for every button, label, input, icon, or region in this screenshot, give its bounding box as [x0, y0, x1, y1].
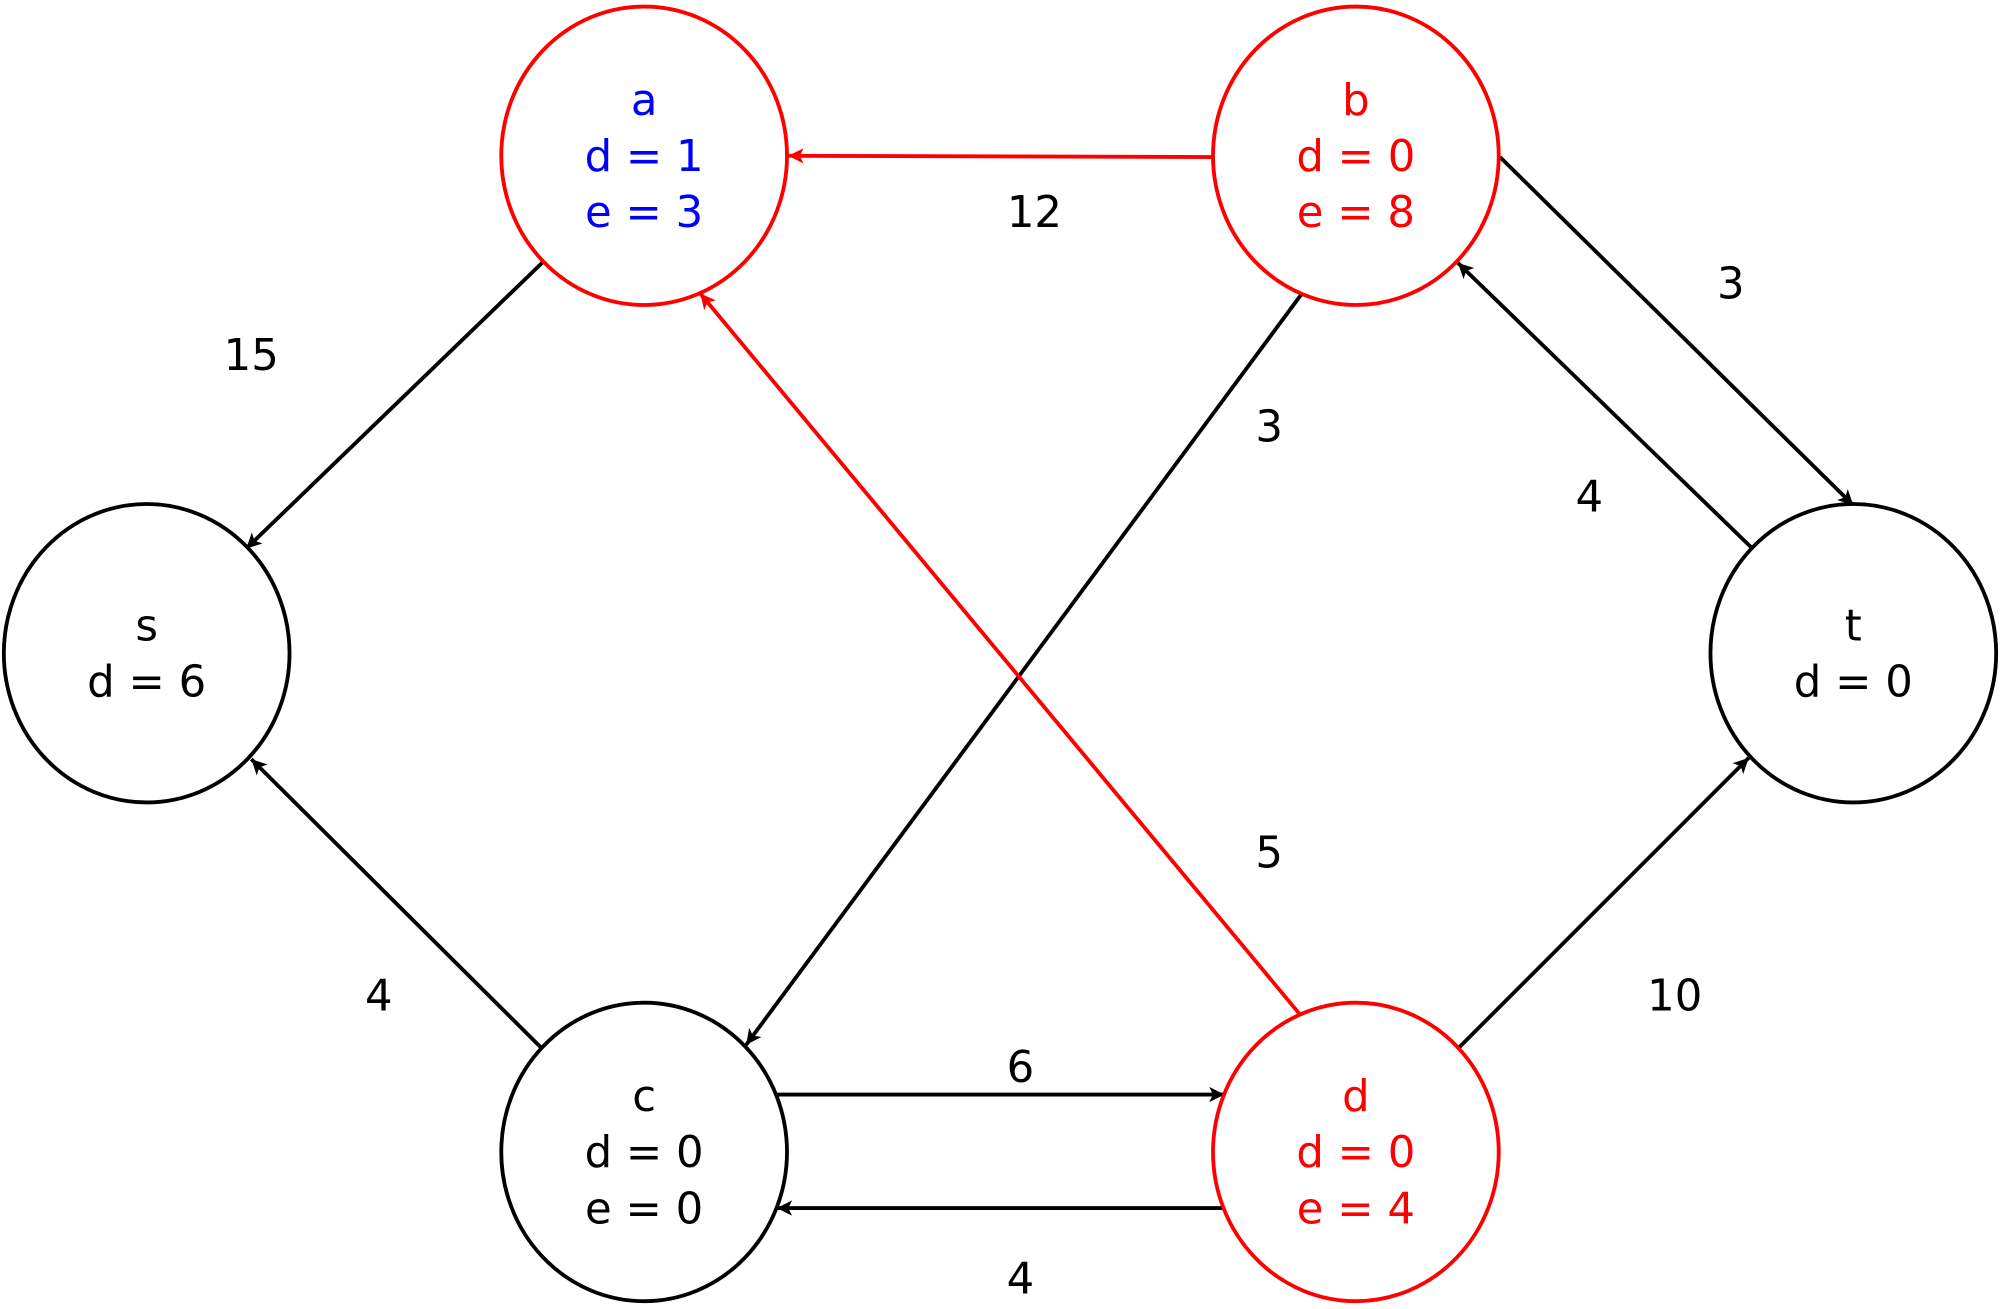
edge-d-to-t — [1457, 756, 1751, 1049]
edge-a-to-s — [244, 260, 545, 551]
edge-b-to-t — [1498, 155, 1855, 507]
node-circle — [499, 4, 789, 307]
edge-d-to-a — [698, 292, 1302, 1016]
node-a: a d = 1 e = 3 — [499, 4, 789, 307]
node-b: b d = 0 e = 8 — [1211, 4, 1501, 307]
node-value: d = 6 — [87, 658, 206, 708]
node-label: b — [1342, 76, 1370, 126]
edge-weight-b-t: 3 — [1717, 260, 1745, 310]
edge-weight-b-a: 12 — [1007, 188, 1062, 238]
node-value: d = 0 — [585, 1128, 704, 1178]
node-label: d — [1342, 1072, 1370, 1122]
edge-b-to-c — [744, 293, 1303, 1046]
edge-t-to-b — [1456, 261, 1753, 549]
node-value: d = 0 — [1296, 1128, 1415, 1178]
node-c: c d = 0 e = 0 — [499, 1000, 789, 1304]
node-circle — [1211, 1000, 1501, 1304]
edge-weight-c-d: 6 — [1007, 1043, 1035, 1093]
edge-weight-b-c: 3 — [1255, 402, 1283, 452]
edge-weight-d-t: 10 — [1647, 971, 1702, 1021]
node-value: e = 8 — [1297, 188, 1415, 238]
node-circle — [499, 1000, 789, 1304]
node-circle — [1, 502, 292, 805]
edge-weight-a-s: 15 — [224, 331, 279, 381]
node-value: d = 0 — [1296, 132, 1415, 182]
node-label: a — [631, 76, 658, 126]
node-label: c — [632, 1072, 656, 1122]
node-value: e = 3 — [585, 188, 703, 238]
node-value: e = 4 — [1297, 1184, 1415, 1234]
node-circle — [1708, 502, 1999, 805]
edge-weight-d-c: 4 — [1007, 1255, 1035, 1305]
edge-weight-t-b: 4 — [1575, 473, 1603, 523]
node-t: t d = 0 — [1708, 502, 1999, 805]
node-label: t — [1845, 601, 1862, 651]
node-circle — [1211, 4, 1501, 307]
node-label: s — [135, 601, 158, 651]
edge-c-to-s — [249, 757, 543, 1049]
node-s: s d = 6 — [1, 502, 292, 805]
edge-weight-d-a: 5 — [1255, 829, 1283, 879]
edge-weight-c-s: 4 — [365, 971, 393, 1021]
node-value: e = 0 — [585, 1184, 703, 1234]
node-value: d = 0 — [1794, 658, 1913, 708]
node-value: d = 1 — [585, 132, 704, 182]
node-d: d d = 0 e = 4 — [1211, 1000, 1501, 1304]
edge-b-to-a — [788, 148, 1214, 164]
